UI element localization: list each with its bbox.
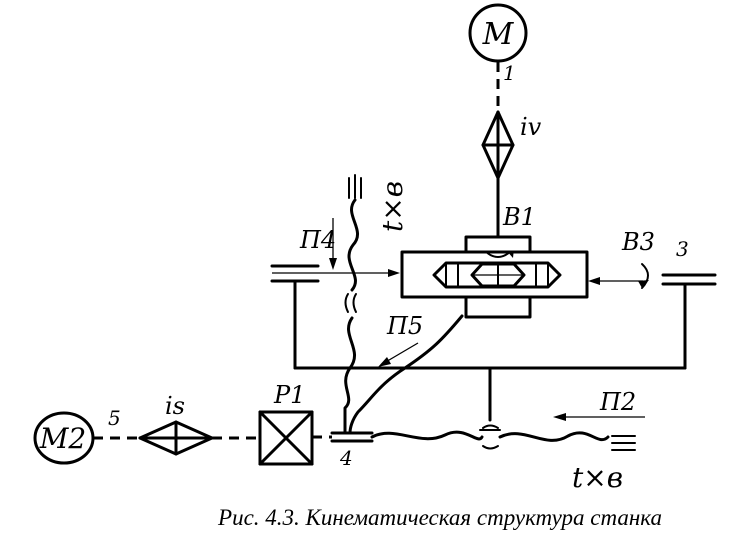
p2-arrowhead — [553, 413, 566, 421]
b3-label: B3 — [621, 228, 655, 256]
p5-arrowhead — [378, 357, 391, 367]
vscrew-nut-left — [344, 293, 349, 313]
head-bottom-block — [464, 295, 532, 319]
hscrew-label: t×в — [572, 461, 623, 494]
shaft-5-label: 5 — [108, 406, 121, 430]
shaft-3-label: 3 — [676, 237, 689, 261]
p5-arrow-line — [383, 342, 419, 364]
speed-ratio-iv: iv — [481, 110, 542, 180]
p4-label: П4 — [299, 226, 336, 254]
b3-arrowhead — [638, 280, 649, 288]
figure-caption: Рис. 4.3. Кинематическая структура станк… — [217, 505, 662, 530]
shaft-4-label: 4 — [339, 446, 353, 470]
vscrew-nut-right — [352, 293, 357, 313]
head-to-node4-link — [348, 314, 464, 435]
b3-pointer-head — [588, 277, 600, 285]
motor-m: M — [468, 3, 528, 63]
shaft-1-label: 1 — [503, 61, 516, 85]
motor-m-label: M — [482, 17, 515, 52]
p4-pointer-head — [388, 269, 400, 277]
p4-arrowhead — [329, 258, 337, 270]
vscrew-wave-lower — [343, 316, 357, 435]
p1-label: P1 — [273, 381, 305, 409]
bearing-right — [661, 273, 717, 370]
b1-label: B1 — [502, 203, 536, 231]
head-top-block — [464, 235, 532, 254]
is-label: is — [165, 392, 185, 420]
vertical-screw: t×в — [343, 174, 409, 435]
p2-label: П2 — [599, 388, 636, 416]
horizontal-screw: t×в — [370, 424, 636, 494]
vscrew-label: t×в — [376, 181, 409, 232]
motor-m2-label: M2 — [39, 422, 86, 455]
spindle-head — [400, 235, 589, 319]
hscrew-nut-top — [482, 424, 499, 429]
reverser-p1: P1 — [258, 381, 314, 466]
p1-diag-2 — [258, 410, 314, 466]
hscrew-wave-left — [370, 430, 484, 441]
hscrew-wave-right — [498, 431, 610, 442]
motor-m-circle — [468, 3, 528, 63]
hscrew-nut-bottom — [482, 445, 499, 450]
vscrew-wave-upper — [347, 198, 360, 292]
feed-ratio-is: is — [138, 392, 214, 456]
bearing-left — [270, 264, 320, 370]
iv-label: iv — [520, 113, 542, 141]
motor-m2: M2 — [33, 411, 95, 465]
p5-label: П5 — [386, 312, 423, 340]
